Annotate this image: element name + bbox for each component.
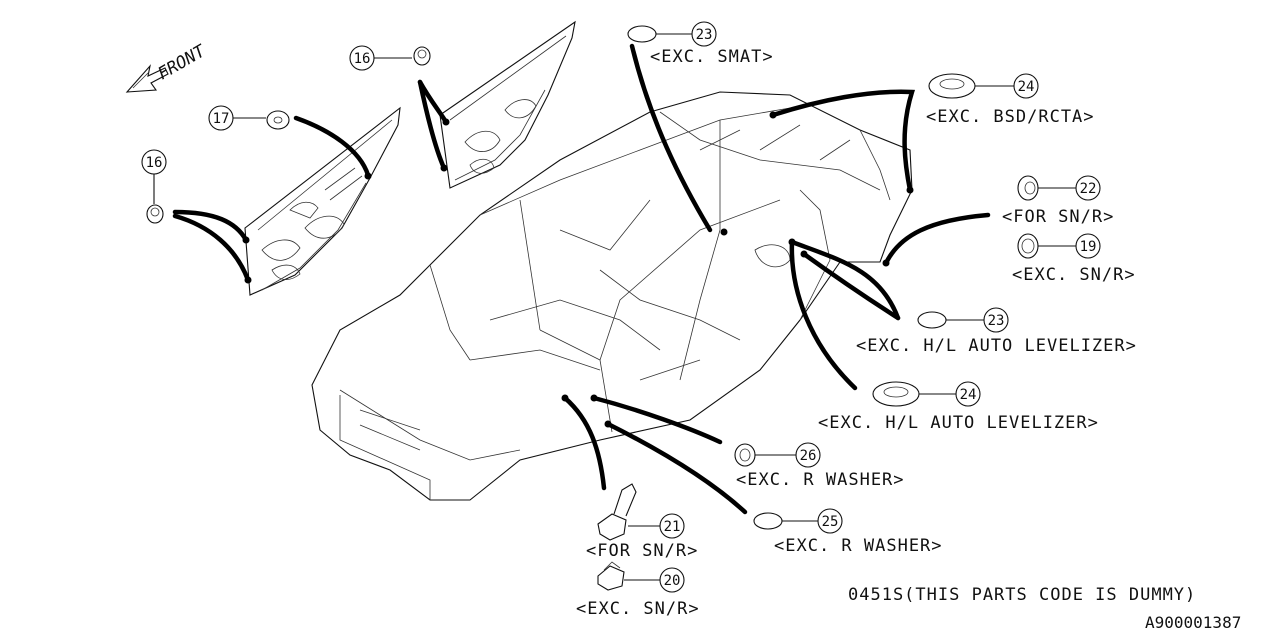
callout-16-left: 16 — [141, 149, 167, 224]
part-number: 21 — [664, 519, 681, 535]
part-number: 24 — [1018, 79, 1035, 95]
callout-21: 21 <FOR SN/R> — [586, 483, 698, 561]
leader-lines — [172, 43, 991, 515]
callout-22: 22 <FOR SN/R> — [1002, 175, 1114, 227]
part-number: 24 — [960, 387, 977, 403]
callout-note: <EXC. SN/R> — [576, 599, 700, 619]
diagram-code: A900001387 — [1145, 613, 1241, 632]
callout-24-hl: 24 <EXC. H/L AUTO LEVELIZER> — [818, 381, 1099, 433]
callout-16-top: 16 — [349, 45, 431, 71]
attachment-points — [242, 111, 914, 428]
callout-note: <EXC. H/L AUTO LEVELIZER> — [856, 336, 1137, 356]
callout-note: <FOR SN/R> — [1002, 207, 1114, 227]
rear-door-panel — [439, 20, 576, 189]
front-door-panel — [244, 106, 401, 296]
callout-23-smat: 23 <EXC. SMAT> — [627, 21, 774, 67]
dummy-code-note: 0451S(THIS PARTS CODE IS DUMMY) — [848, 585, 1196, 605]
part-number: 17 — [213, 111, 230, 127]
part-number: 23 — [988, 313, 1005, 329]
front-label: FRONT — [155, 41, 211, 85]
part-number: 22 — [1080, 181, 1097, 197]
part-number: 16 — [146, 155, 163, 171]
callout-25: 25 <EXC. R WASHER> — [753, 508, 943, 556]
callout-19: 19 <EXC. SN/R> — [1012, 233, 1136, 285]
part-number: 16 — [354, 51, 371, 67]
part-number: 19 — [1080, 239, 1097, 255]
front-arrow: FRONT — [125, 41, 211, 93]
callout-note: <FOR SN/R> — [586, 541, 698, 561]
callout-note: <EXC. SMAT> — [650, 47, 774, 67]
callout-26: 26 <EXC. R WASHER> — [734, 442, 905, 490]
callout-20: 20 <EXC. SN/R> — [576, 561, 700, 619]
callout-note: <EXC. R WASHER> — [736, 470, 905, 490]
part-number: 23 — [696, 27, 713, 43]
callout-note: <EXC. SN/R> — [1012, 265, 1136, 285]
callout-17: 17 — [208, 105, 290, 131]
callout-24-bsd: 24 <EXC. BSD/RCTA> — [926, 73, 1095, 127]
callout-note: <EXC. H/L AUTO LEVELIZER> — [818, 413, 1099, 433]
part-number: 26 — [800, 448, 817, 464]
car-body — [311, 91, 913, 501]
part-number: 20 — [664, 573, 681, 589]
callout-23-hl: 23 <EXC. H/L AUTO LEVELIZER> — [856, 307, 1137, 356]
callout-note: <EXC. BSD/RCTA> — [926, 107, 1095, 127]
part-number: 25 — [822, 514, 839, 530]
callout-note: <EXC. R WASHER> — [774, 536, 943, 556]
